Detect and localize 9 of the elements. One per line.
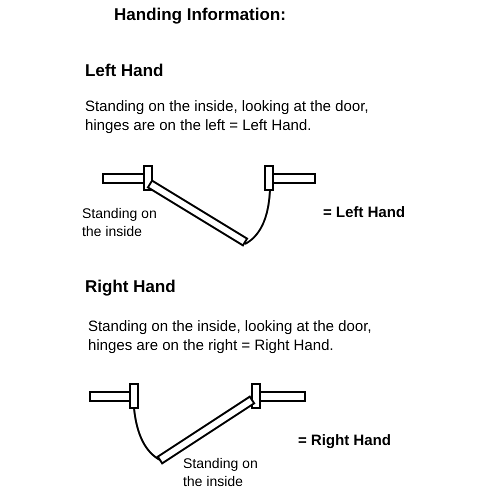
- description: Standing on the inside, looking at the door, hinges are on the left = Left Hand.: [85, 98, 370, 136]
- result-label: = Right Hand: [298, 432, 391, 451]
- title: Handing Information:: [114, 4, 286, 26]
- position-note: Standing on the inside: [183, 455, 259, 490]
- description: Standing on the inside, looking at the door, hinges are on the right = Right Hand.: [88, 318, 373, 356]
- heading: Left Hand: [85, 60, 164, 82]
- position-note: Standing on the inside: [82, 205, 158, 240]
- result-label: = Left Hand: [323, 204, 406, 223]
- heading: Right Hand: [85, 276, 176, 298]
